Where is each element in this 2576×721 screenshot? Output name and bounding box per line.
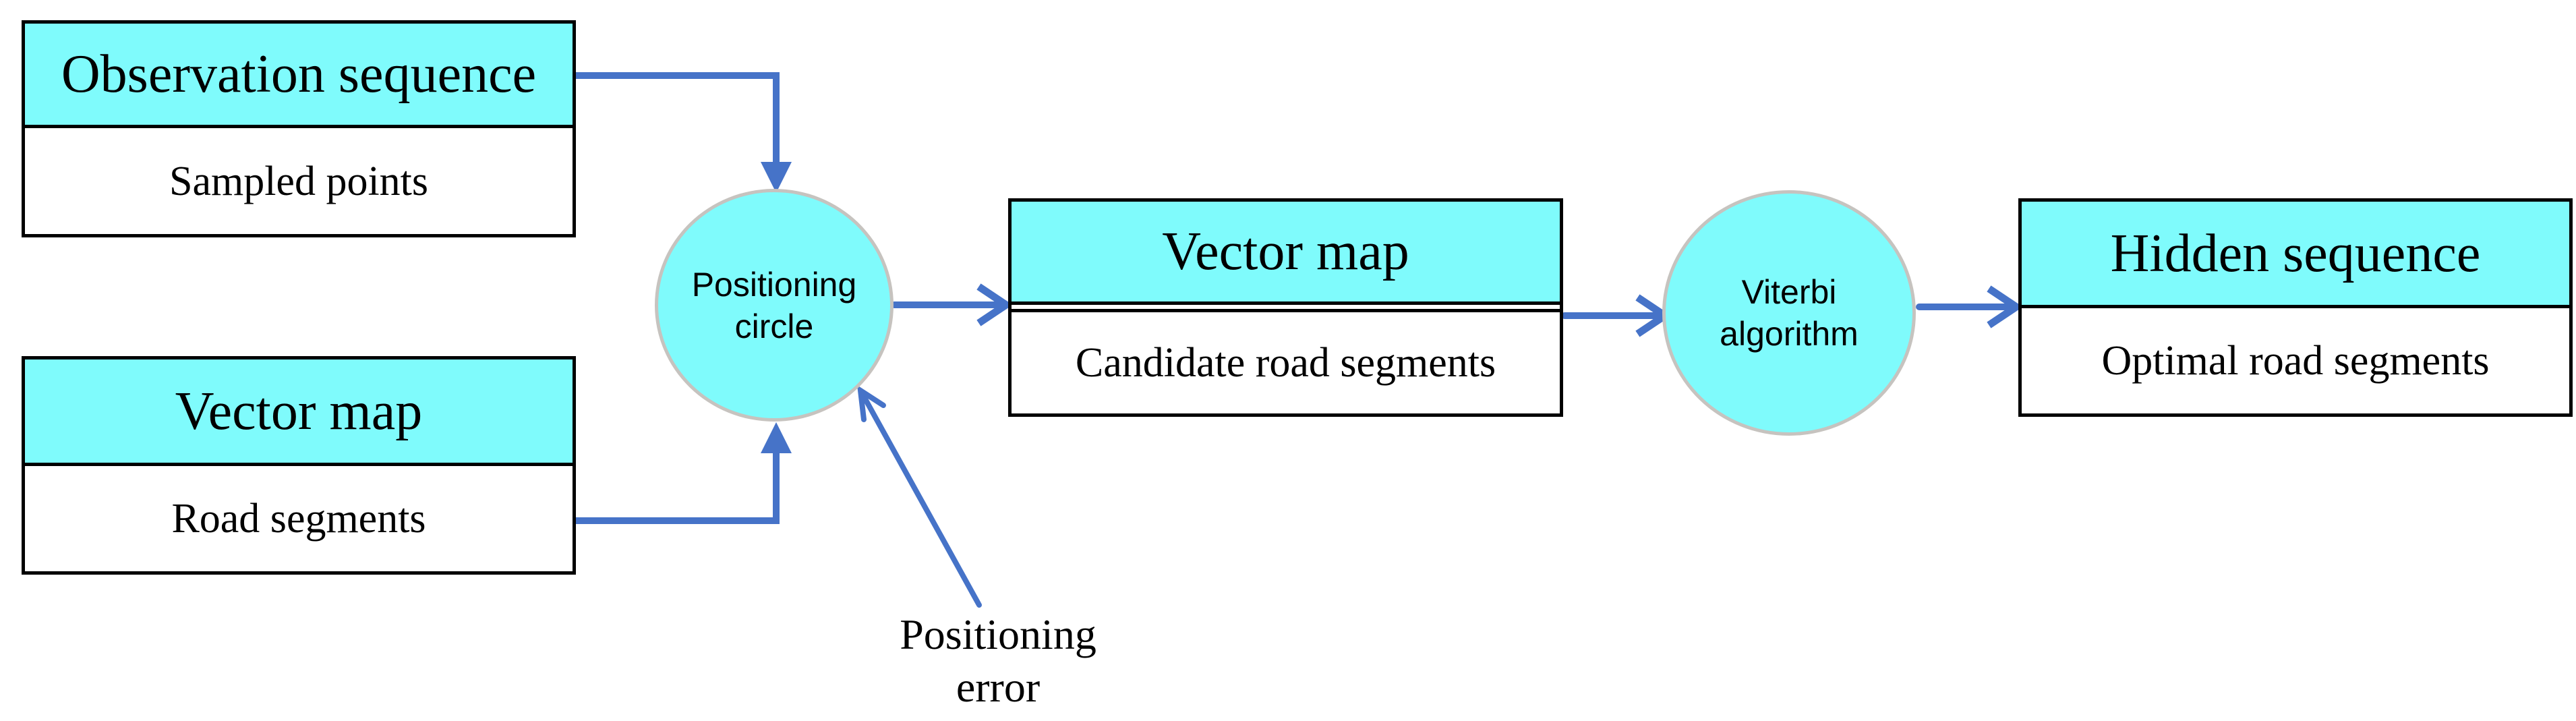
node-label-line1: Viterbi [1741, 273, 1837, 311]
node-subtitle: Candidate road segments [1075, 340, 1496, 386]
node-subtitle: Sampled points [169, 158, 429, 204]
node-vector-map-input: Vector map Road segments [22, 356, 576, 575]
node-hidden-sequence-header: Hidden sequence [2022, 202, 2569, 308]
annotation-line2: error [956, 663, 1041, 711]
arrow-positioning-error-to-circle [857, 385, 982, 608]
node-vector-map-candidates-body: Candidate road segments [1012, 312, 1560, 413]
arrow-observation-to-positioning-circle [570, 72, 792, 193]
node-title: Hidden sequence [2110, 223, 2481, 283]
arrow-viterbi-to-hidden-sequence [1916, 285, 2023, 328]
node-label-line2: circle [734, 307, 814, 345]
node-positioning-circle: Positioning circle [655, 189, 894, 422]
arrow-road-segments-to-positioning-circle [573, 422, 792, 524]
arrow-positioning-circle-to-vector-map [891, 283, 1013, 326]
node-observation-sequence-header: Observation sequence [25, 24, 573, 128]
node-divider [1012, 301, 1560, 312]
node-vector-map-input-header: Vector map [25, 359, 573, 466]
arrow-vector-map-to-viterbi [1561, 294, 1672, 337]
node-title: Vector map [1162, 222, 1409, 281]
node-title: Observation sequence [61, 45, 537, 104]
node-subtitle: Road segments [171, 496, 426, 542]
node-hidden-sequence-body: Optimal road segments [2022, 308, 2569, 413]
node-observation-sequence-body: Sampled points [25, 128, 573, 234]
node-viterbi-algorithm: Viterbi algorithm [1662, 190, 1916, 436]
annotation-positioning-error: Positioning error [796, 608, 1200, 714]
node-subtitle: Optimal road segments [2101, 338, 2490, 384]
node-observation-sequence: Observation sequence Sampled points [22, 20, 576, 237]
node-vector-map-input-body: Road segments [25, 466, 573, 571]
node-hidden-sequence: Hidden sequence Optimal road segments [2018, 198, 2573, 417]
node-title: Vector map [175, 381, 423, 441]
node-vector-map-candidates: Vector map Candidate road segments [1008, 198, 1563, 417]
annotation-line1: Positioning [900, 610, 1096, 658]
node-vector-map-candidates-header: Vector map [1012, 202, 1560, 301]
node-label-line2: algorithm [1720, 315, 1858, 353]
node-label-line1: Positioning [691, 265, 857, 304]
